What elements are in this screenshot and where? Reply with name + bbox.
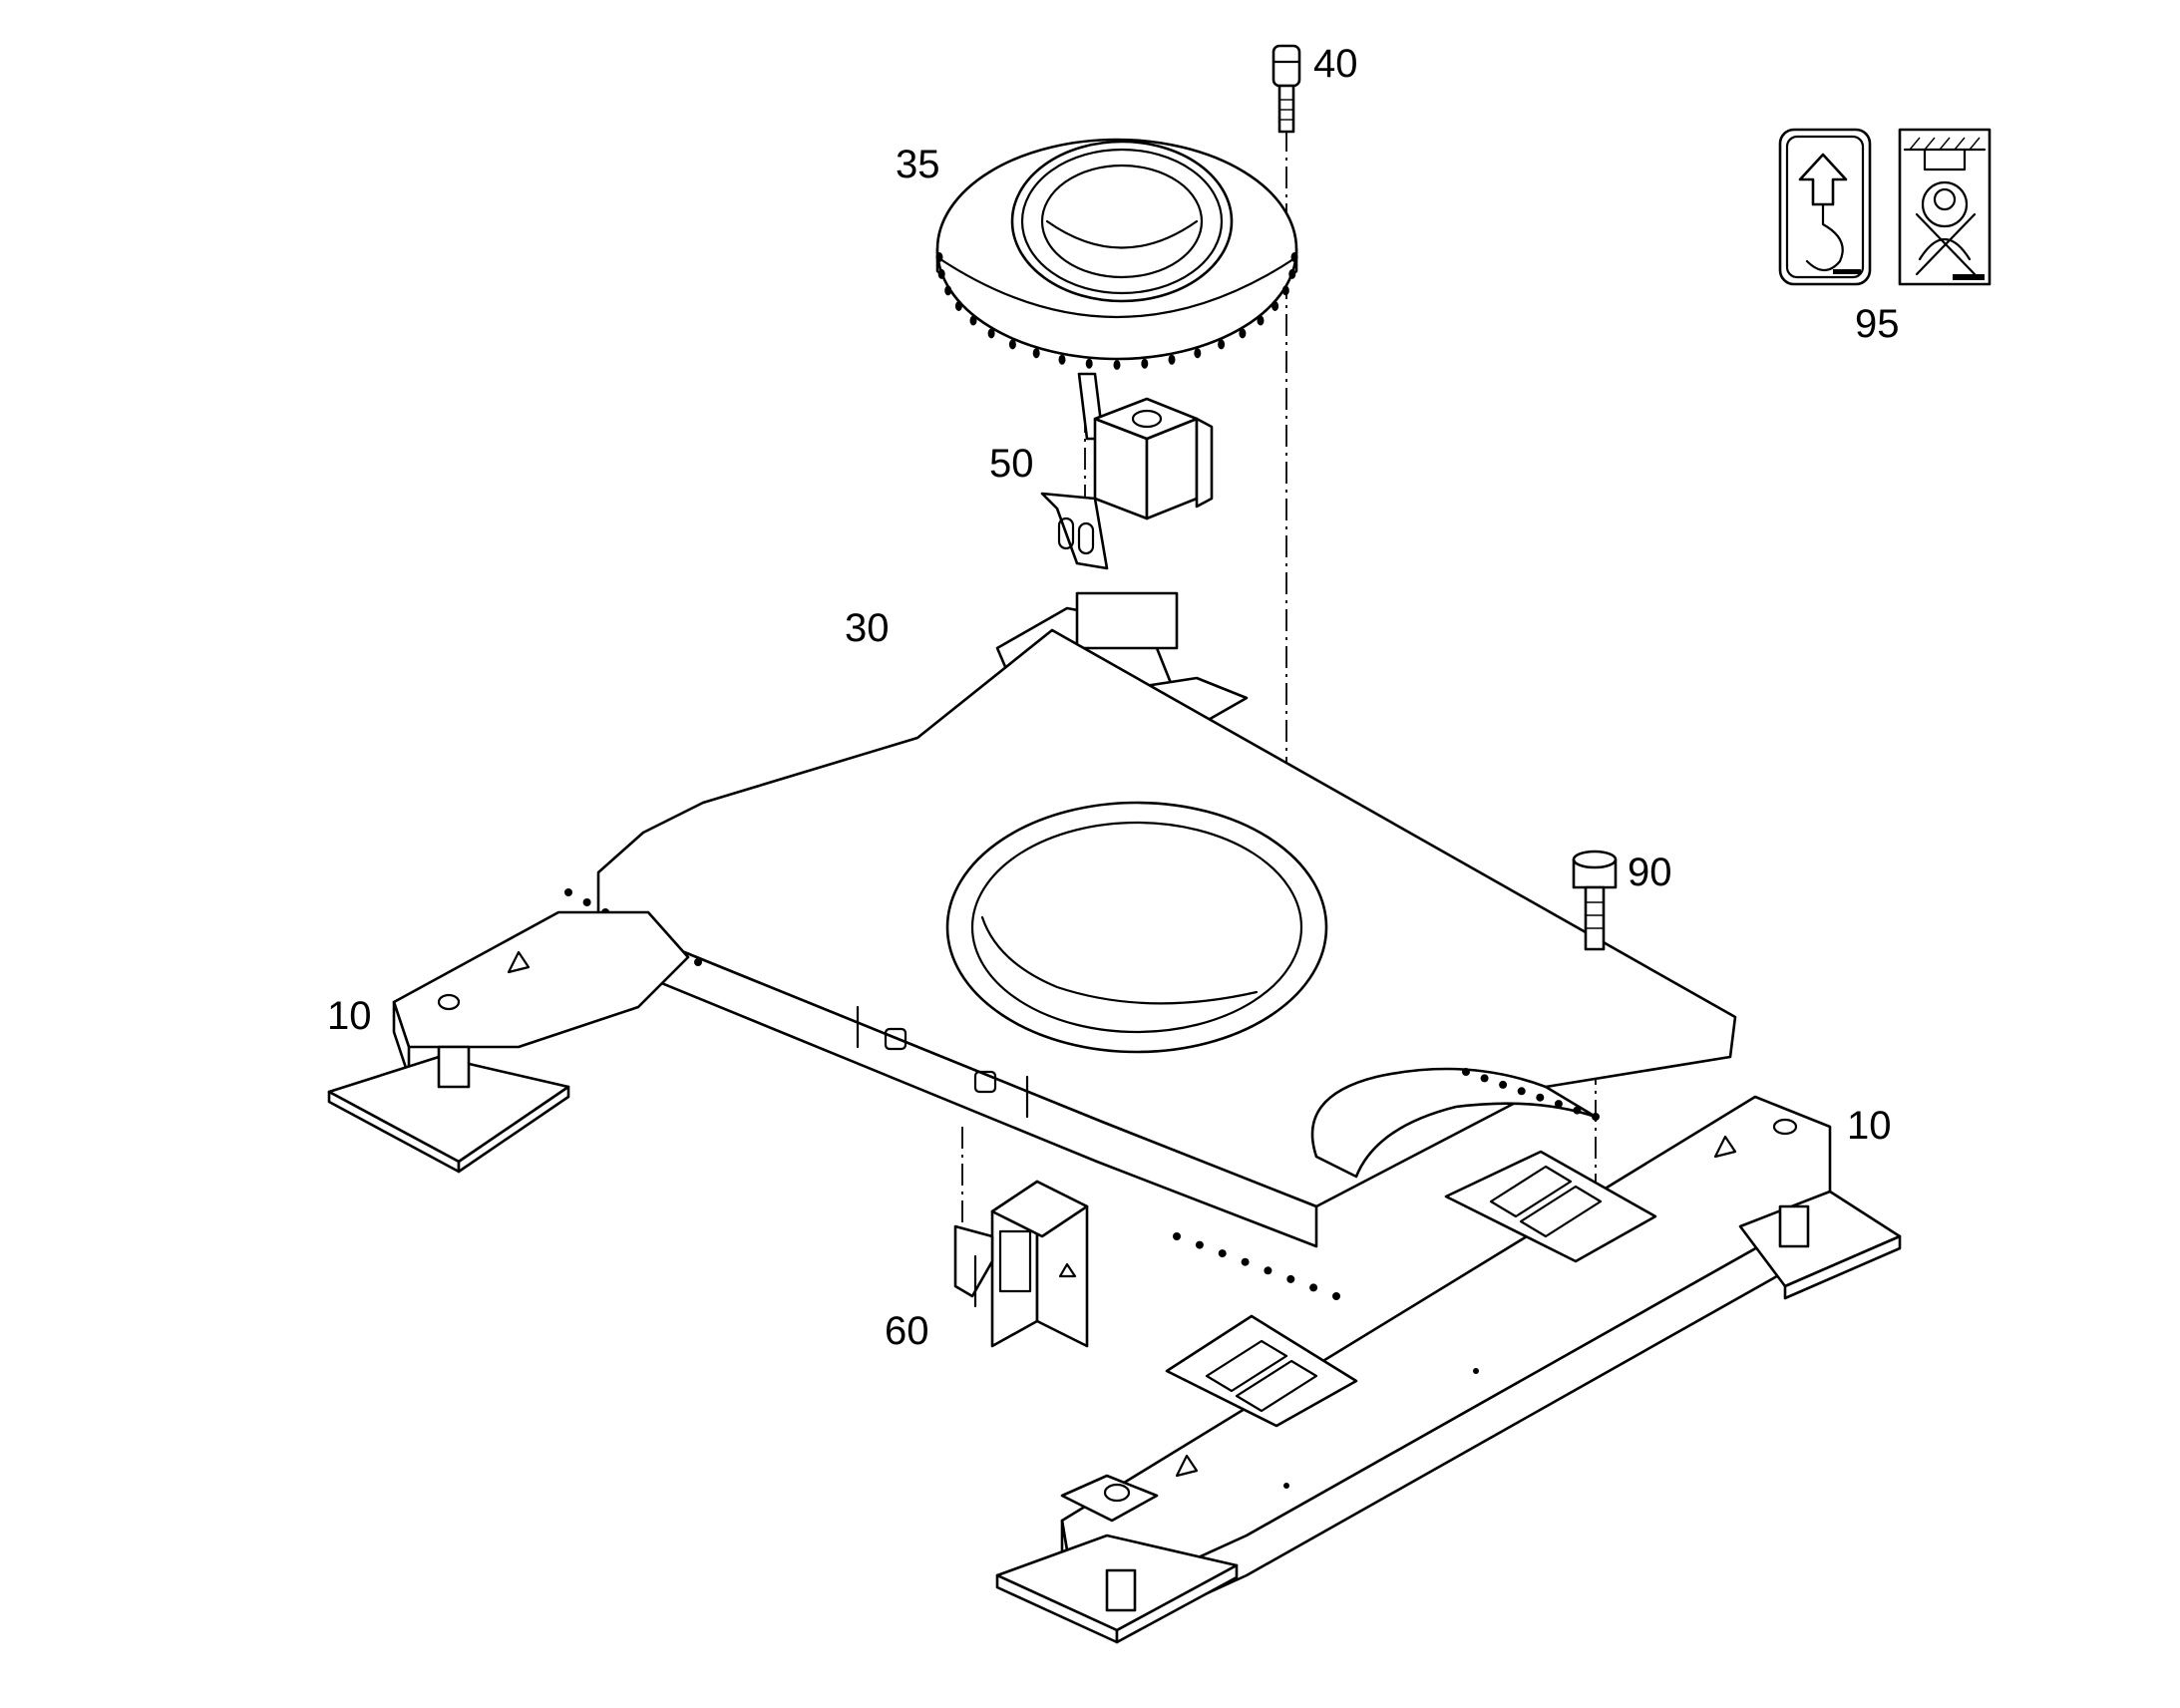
ring-bolt — [987, 328, 995, 339]
ring-bolt — [1218, 339, 1226, 350]
callouts: 10 10 30 35 40 50 60 90 95 — [327, 42, 1900, 1353]
flange-bolt — [1264, 1266, 1272, 1275]
flange-bolt — [1462, 1068, 1470, 1076]
flange-bolt — [1554, 1100, 1563, 1109]
carbody-30 — [564, 591, 1737, 1300]
warning-labels-95 — [1778, 128, 1992, 286]
flange-bolt — [1195, 1240, 1204, 1249]
flange-bolt — [1536, 1093, 1545, 1102]
flange-bolt — [1517, 1087, 1526, 1096]
ring-bolt — [1281, 285, 1289, 296]
callout-10-right: 10 — [1847, 1104, 1892, 1148]
ring-bolt — [935, 252, 943, 262]
flange-bolt — [1573, 1106, 1582, 1115]
callout-90: 90 — [1628, 851, 1672, 894]
callout-40: 40 — [1313, 42, 1358, 86]
ring-bolt — [1141, 358, 1149, 369]
ring-bolt — [969, 315, 977, 326]
flange-bolt — [1309, 1283, 1318, 1292]
ring-bolt — [1113, 360, 1121, 370]
ring-bolt — [1257, 315, 1265, 326]
flange-bolt — [1499, 1080, 1508, 1089]
ring-bolt — [1008, 339, 1016, 350]
callout-60: 60 — [885, 1309, 929, 1353]
callout-10-left: 10 — [327, 994, 372, 1038]
flange-bolt — [1286, 1274, 1295, 1283]
ring-bolt — [1290, 252, 1298, 262]
flange-bolt — [1241, 1257, 1250, 1266]
flange-bolt — [1480, 1074, 1489, 1083]
ring-bolt — [954, 301, 962, 311]
bolt-40 — [1272, 44, 1301, 134]
flange-bolt — [1218, 1249, 1227, 1258]
flange-bolt — [1332, 1292, 1340, 1300]
bolt-90 — [1572, 850, 1618, 951]
ring-bolt — [1239, 328, 1247, 339]
ring-bolt — [1032, 348, 1040, 359]
ring-bolt — [1168, 354, 1176, 365]
lifting-hook-arrow-up-icon — [1778, 128, 1872, 286]
callout-30: 30 — [845, 606, 890, 650]
bracket-60 — [953, 1180, 1089, 1348]
ring-bolt — [944, 285, 952, 296]
bracket-50 — [1040, 372, 1214, 570]
ring-bolt — [1272, 301, 1279, 311]
flange-bolt — [1173, 1232, 1181, 1240]
ring-bolt — [1288, 268, 1296, 279]
flange-bolt — [694, 958, 702, 966]
callout-35: 35 — [896, 143, 940, 186]
outrigger-10-right — [995, 1095, 1902, 1644]
flange-bolt — [582, 898, 591, 906]
slewing-ring-35 — [935, 138, 1298, 370]
callout-50: 50 — [989, 442, 1034, 486]
outrigger-10-left — [327, 910, 690, 1174]
flange-bolt — [564, 888, 572, 896]
ring-bolt — [1194, 348, 1202, 359]
crossed-out-hanging-hook-icon — [1898, 128, 1992, 286]
flange-bolt — [1592, 1113, 1600, 1121]
ring-bolt — [1058, 354, 1066, 365]
callout-95: 95 — [1855, 302, 1900, 346]
ring-bolt — [1085, 358, 1093, 369]
ring-bolt — [937, 268, 945, 279]
